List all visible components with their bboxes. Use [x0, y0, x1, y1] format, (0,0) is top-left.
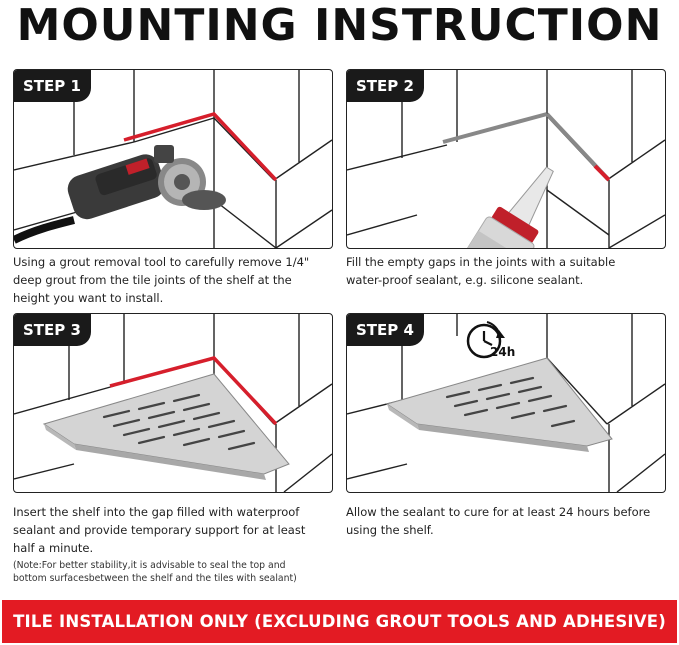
corner-shelf-icon-step4: [385, 357, 613, 452]
step-3-badge: STEP 3: [14, 314, 91, 346]
step-4-description: Allow the sealant to cure for at least 2…: [346, 505, 651, 537]
step-3-description: Insert the shelf into the gap filled wit…: [13, 503, 313, 585]
footer-banner: TILE INSTALLATION ONLY (EXCLUDING GROUT …: [2, 600, 677, 643]
step-3-panel: STEP 3: [13, 313, 333, 493]
step-1-illustration: [14, 70, 332, 248]
page-title: MOUNTING INSTRUCTION: [16, 0, 663, 51]
step-1-panel: STEP 1: [13, 69, 333, 249]
step-1-badge: STEP 1: [14, 70, 91, 102]
step-2-badge: STEP 2: [347, 70, 424, 102]
step-2-panel: STEP 2: [346, 69, 666, 249]
step-4-badge: STEP 4: [347, 314, 424, 346]
step-2-illustration: [347, 70, 665, 248]
caulk-tube-icon: [425, 166, 554, 248]
step-3-note: (Note:For better stability,it is advisab…: [13, 560, 297, 584]
clock-label: 24h: [490, 345, 515, 359]
step-3-illustration: [14, 314, 332, 492]
step-4-panel: STEP 4 24h: [346, 313, 666, 493]
corner-shelf-icon: [42, 373, 290, 480]
step-2-description: Fill the empty gaps in the joints with a…: [346, 255, 616, 287]
step-1-description: Using a grout removal tool to carefully …: [13, 255, 310, 305]
step-3-text: Insert the shelf into the gap filled wit…: [13, 505, 306, 555]
step-4-illustration: 24h: [347, 314, 665, 492]
angle-grinder-icon: [14, 145, 226, 244]
clock-24h-icon: 24h: [466, 321, 515, 359]
